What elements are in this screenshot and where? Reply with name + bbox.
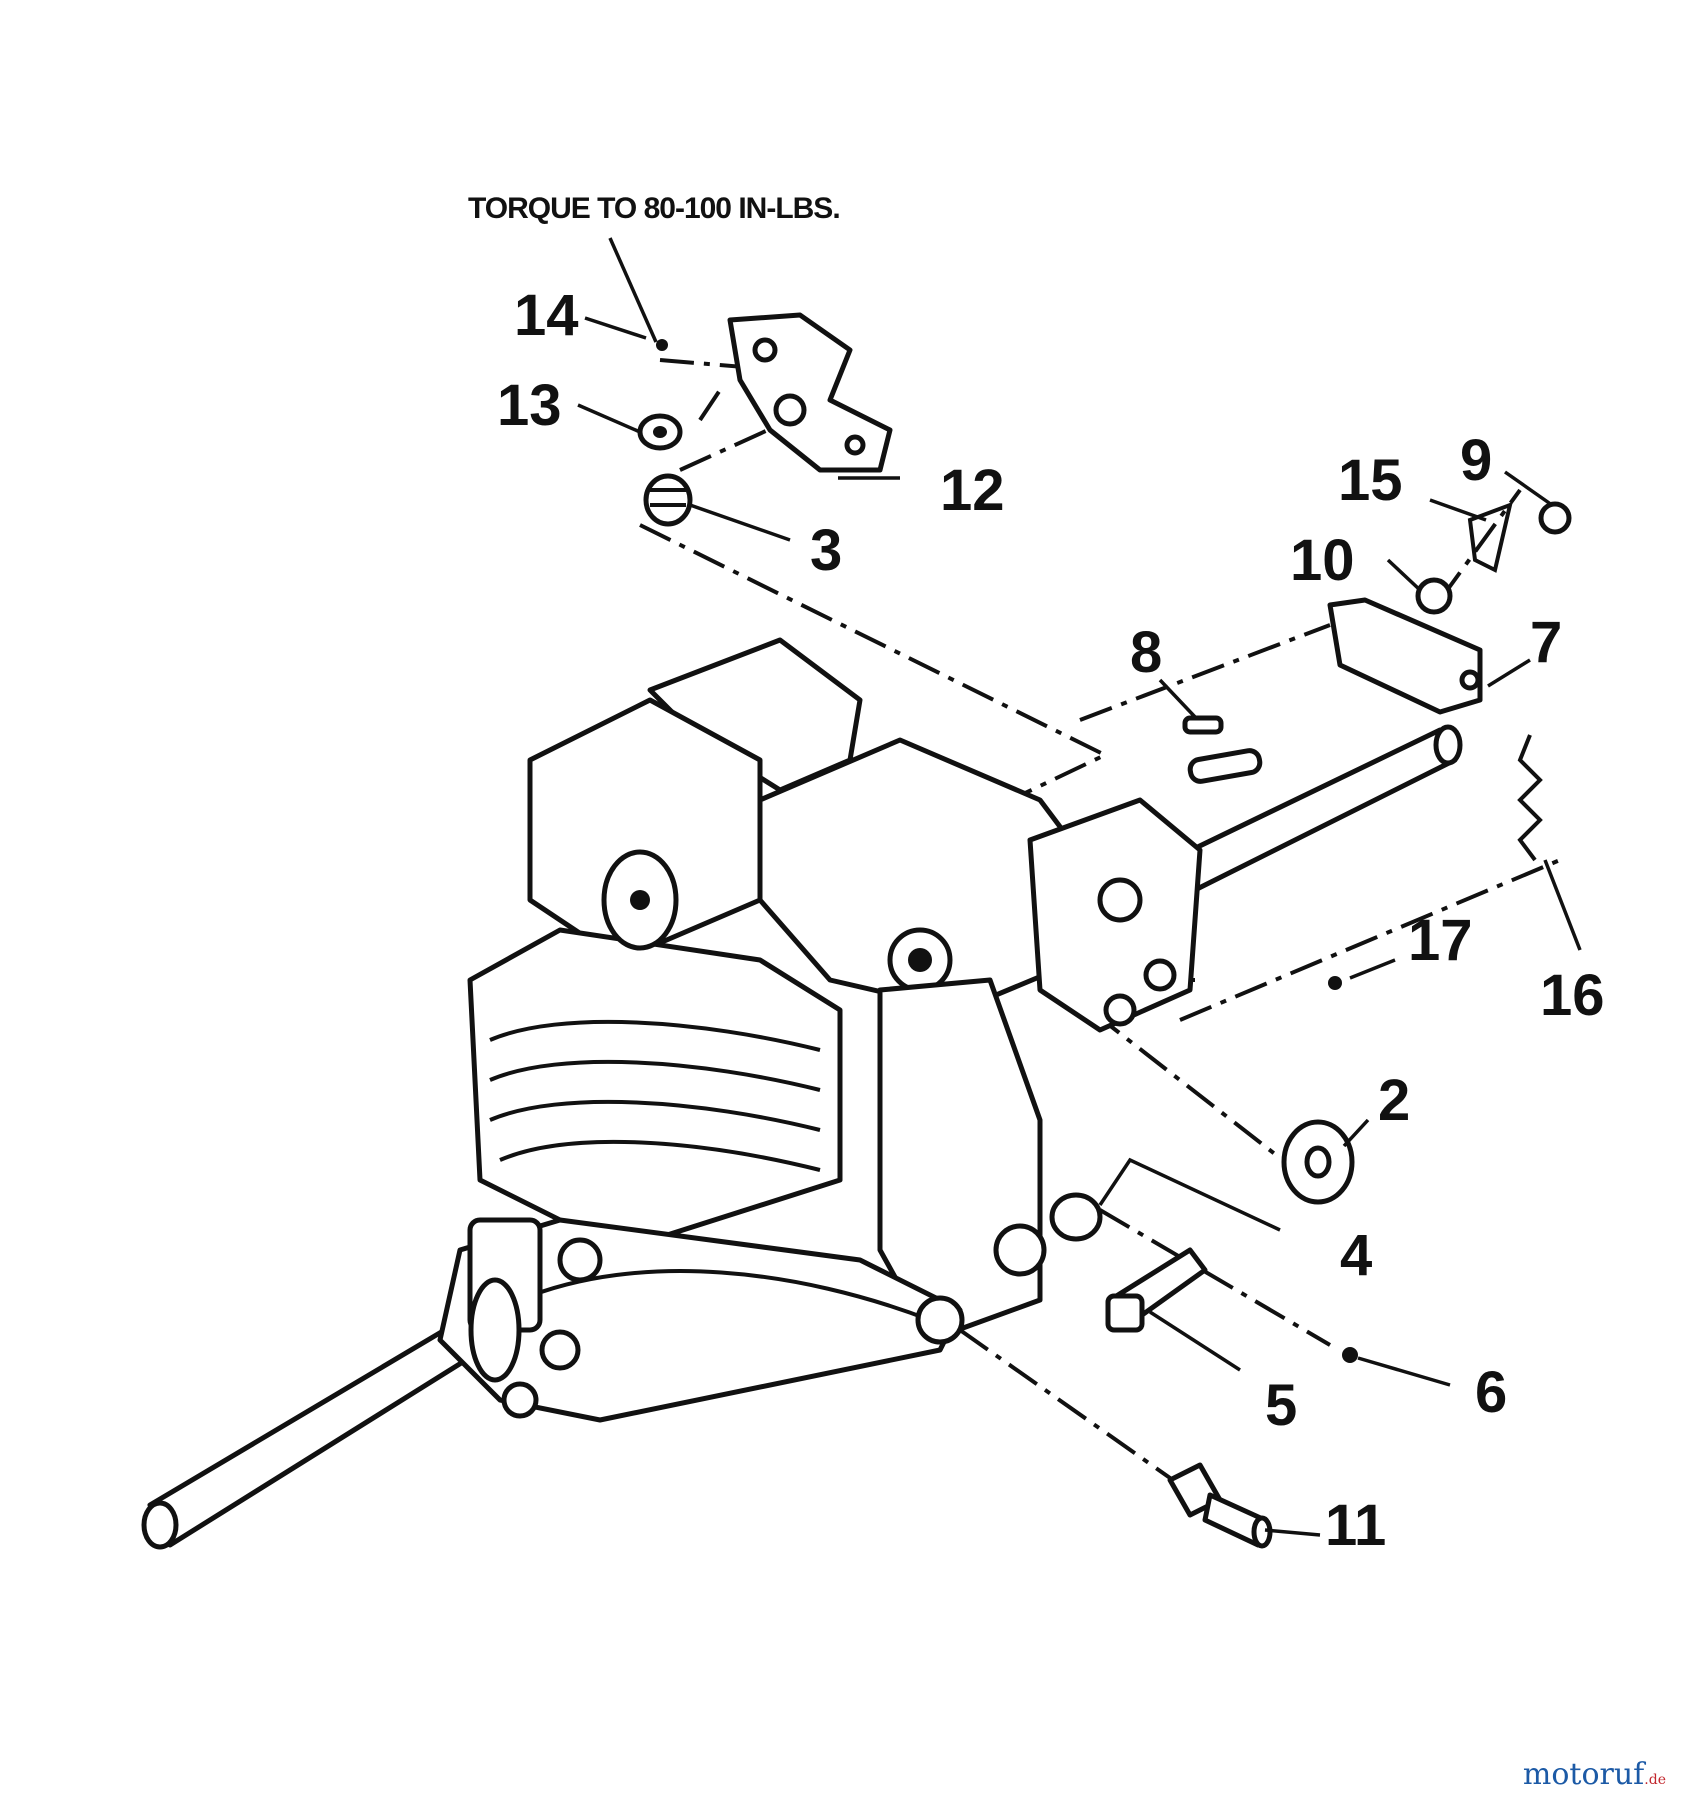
callout-2: 2 [1378, 1068, 1410, 1133]
callout-17: 17 [1408, 908, 1473, 973]
part-6-pin [1342, 1347, 1358, 1363]
part-9-nut [1538, 501, 1572, 535]
part-14-bolt [656, 339, 668, 351]
part-13-washer [637, 413, 683, 451]
callouts: 14 13 12 3 15 9 10 8 7 16 17 2 4 5 6 11 [497, 283, 1605, 1558]
callout-14: 14 [514, 283, 579, 348]
watermark-brand: motoruf [1522, 1757, 1645, 1792]
callout-5: 5 [1265, 1373, 1297, 1438]
axle-shaft-left [141, 1312, 493, 1550]
watermark-tld: .de [1644, 1772, 1666, 1788]
part-8-key [1182, 715, 1263, 784]
callout-4: 4 [1340, 1223, 1372, 1288]
part-10-washer [1415, 577, 1453, 615]
part-3-nut [643, 473, 693, 527]
part-16-spring [1517, 734, 1543, 862]
part-2-washer [1281, 1119, 1355, 1205]
callout-16: 16 [1540, 963, 1605, 1028]
leader-lines [577, 237, 1582, 1537]
part-15-spring-clip [1467, 501, 1513, 573]
callout-12: 12 [940, 458, 1005, 523]
part-4-plate [1049, 1192, 1103, 1242]
callout-6: 6 [1475, 1360, 1507, 1425]
callout-7: 7 [1530, 610, 1562, 675]
part-12-bracket [727, 312, 893, 473]
callout-11: 11 [1325, 1493, 1386, 1558]
callout-8: 8 [1130, 620, 1162, 685]
part-11-bolt [1167, 1462, 1273, 1549]
callout-10: 10 [1290, 528, 1355, 593]
part-5-shift-lever [1105, 1247, 1208, 1333]
part-17-pin [1328, 976, 1342, 990]
callout-9: 9 [1460, 428, 1492, 493]
callout-3: 3 [810, 518, 842, 583]
part-7-arm [1327, 597, 1483, 715]
site-watermark: motoruf.de [1523, 1757, 1666, 1792]
torque-note: TORQUE TO 80-100 IN-LBS. [468, 192, 840, 225]
callout-15: 15 [1338, 448, 1403, 513]
transaxle-housing [437, 637, 1203, 1423]
callout-13: 13 [497, 373, 562, 438]
